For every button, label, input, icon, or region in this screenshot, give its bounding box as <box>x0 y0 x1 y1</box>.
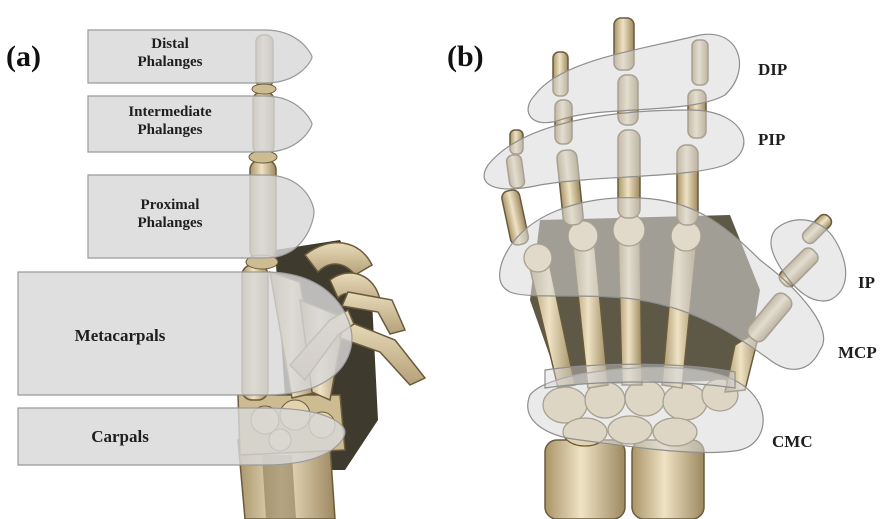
intermediate-phalanges-label: Intermediate Phalanges <box>95 103 245 139</box>
cmc-label: CMC <box>772 432 813 452</box>
panel-b-letter: (b) <box>447 40 484 74</box>
intermediate-label-line2: Phalanges <box>95 121 245 139</box>
proximal-label-line2: Phalanges <box>95 214 245 232</box>
pip-label: PIP <box>758 130 785 150</box>
distal-phalanges-label: Distal Phalanges <box>100 35 240 71</box>
mcp-label: MCP <box>838 343 877 363</box>
joint-shapes-b <box>484 34 846 452</box>
intermediate-label-line1: Intermediate <box>95 103 245 121</box>
distal-label-line1: Distal <box>100 35 240 53</box>
dip-label: DIP <box>758 60 787 80</box>
carpals-label: Carpals <box>20 427 220 447</box>
ip-label: IP <box>858 273 875 293</box>
metacarpals-label: Metacarpals <box>20 326 220 346</box>
panel-a-letter: (a) <box>6 40 41 74</box>
pip-shape <box>484 110 744 189</box>
proximal-phalanges-label: Proximal Phalanges <box>95 196 245 232</box>
distal-label-line2: Phalanges <box>100 53 240 71</box>
proximal-label-line1: Proximal <box>95 196 245 214</box>
